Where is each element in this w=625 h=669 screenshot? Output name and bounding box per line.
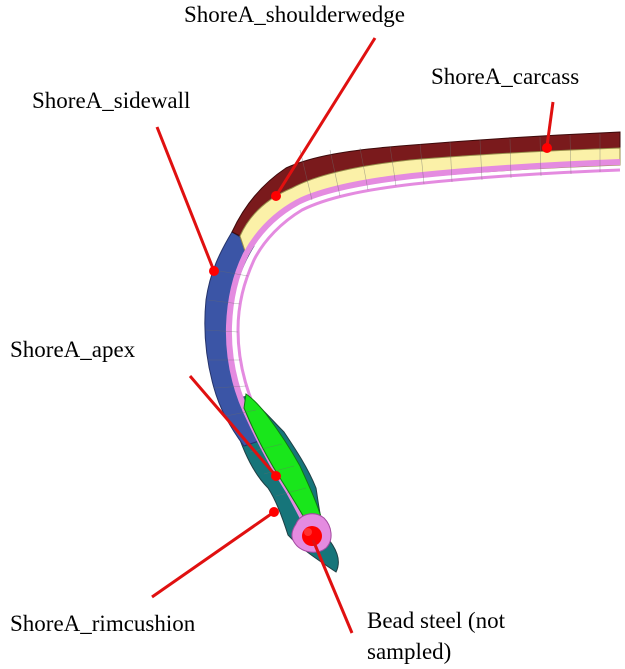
dot-sidewall <box>209 266 219 276</box>
leader-sidewall <box>157 127 214 271</box>
label-shoreA-rimcushion: ShoreA_rimcushion <box>10 612 195 635</box>
label-shoreA-carcass: ShoreA_carcass <box>431 65 579 88</box>
label-shoreA-shoulderwedge: ShoreA_shoulderwedge <box>184 3 405 26</box>
bead-steel <box>302 526 322 546</box>
label-bead-steel: Bead steel (not sampled) <box>367 605 505 667</box>
dot-carcass <box>542 143 552 153</box>
label-shoreA-sidewall: ShoreA_sidewall <box>32 89 190 112</box>
dot-apex <box>271 471 281 481</box>
label-shoreA-apex: ShoreA_apex <box>10 338 135 361</box>
dot-rimcushion <box>269 507 279 517</box>
dot-shoulderwedge <box>271 191 281 201</box>
bead-steel-core <box>304 528 312 536</box>
leader-rimcushion <box>152 512 274 597</box>
